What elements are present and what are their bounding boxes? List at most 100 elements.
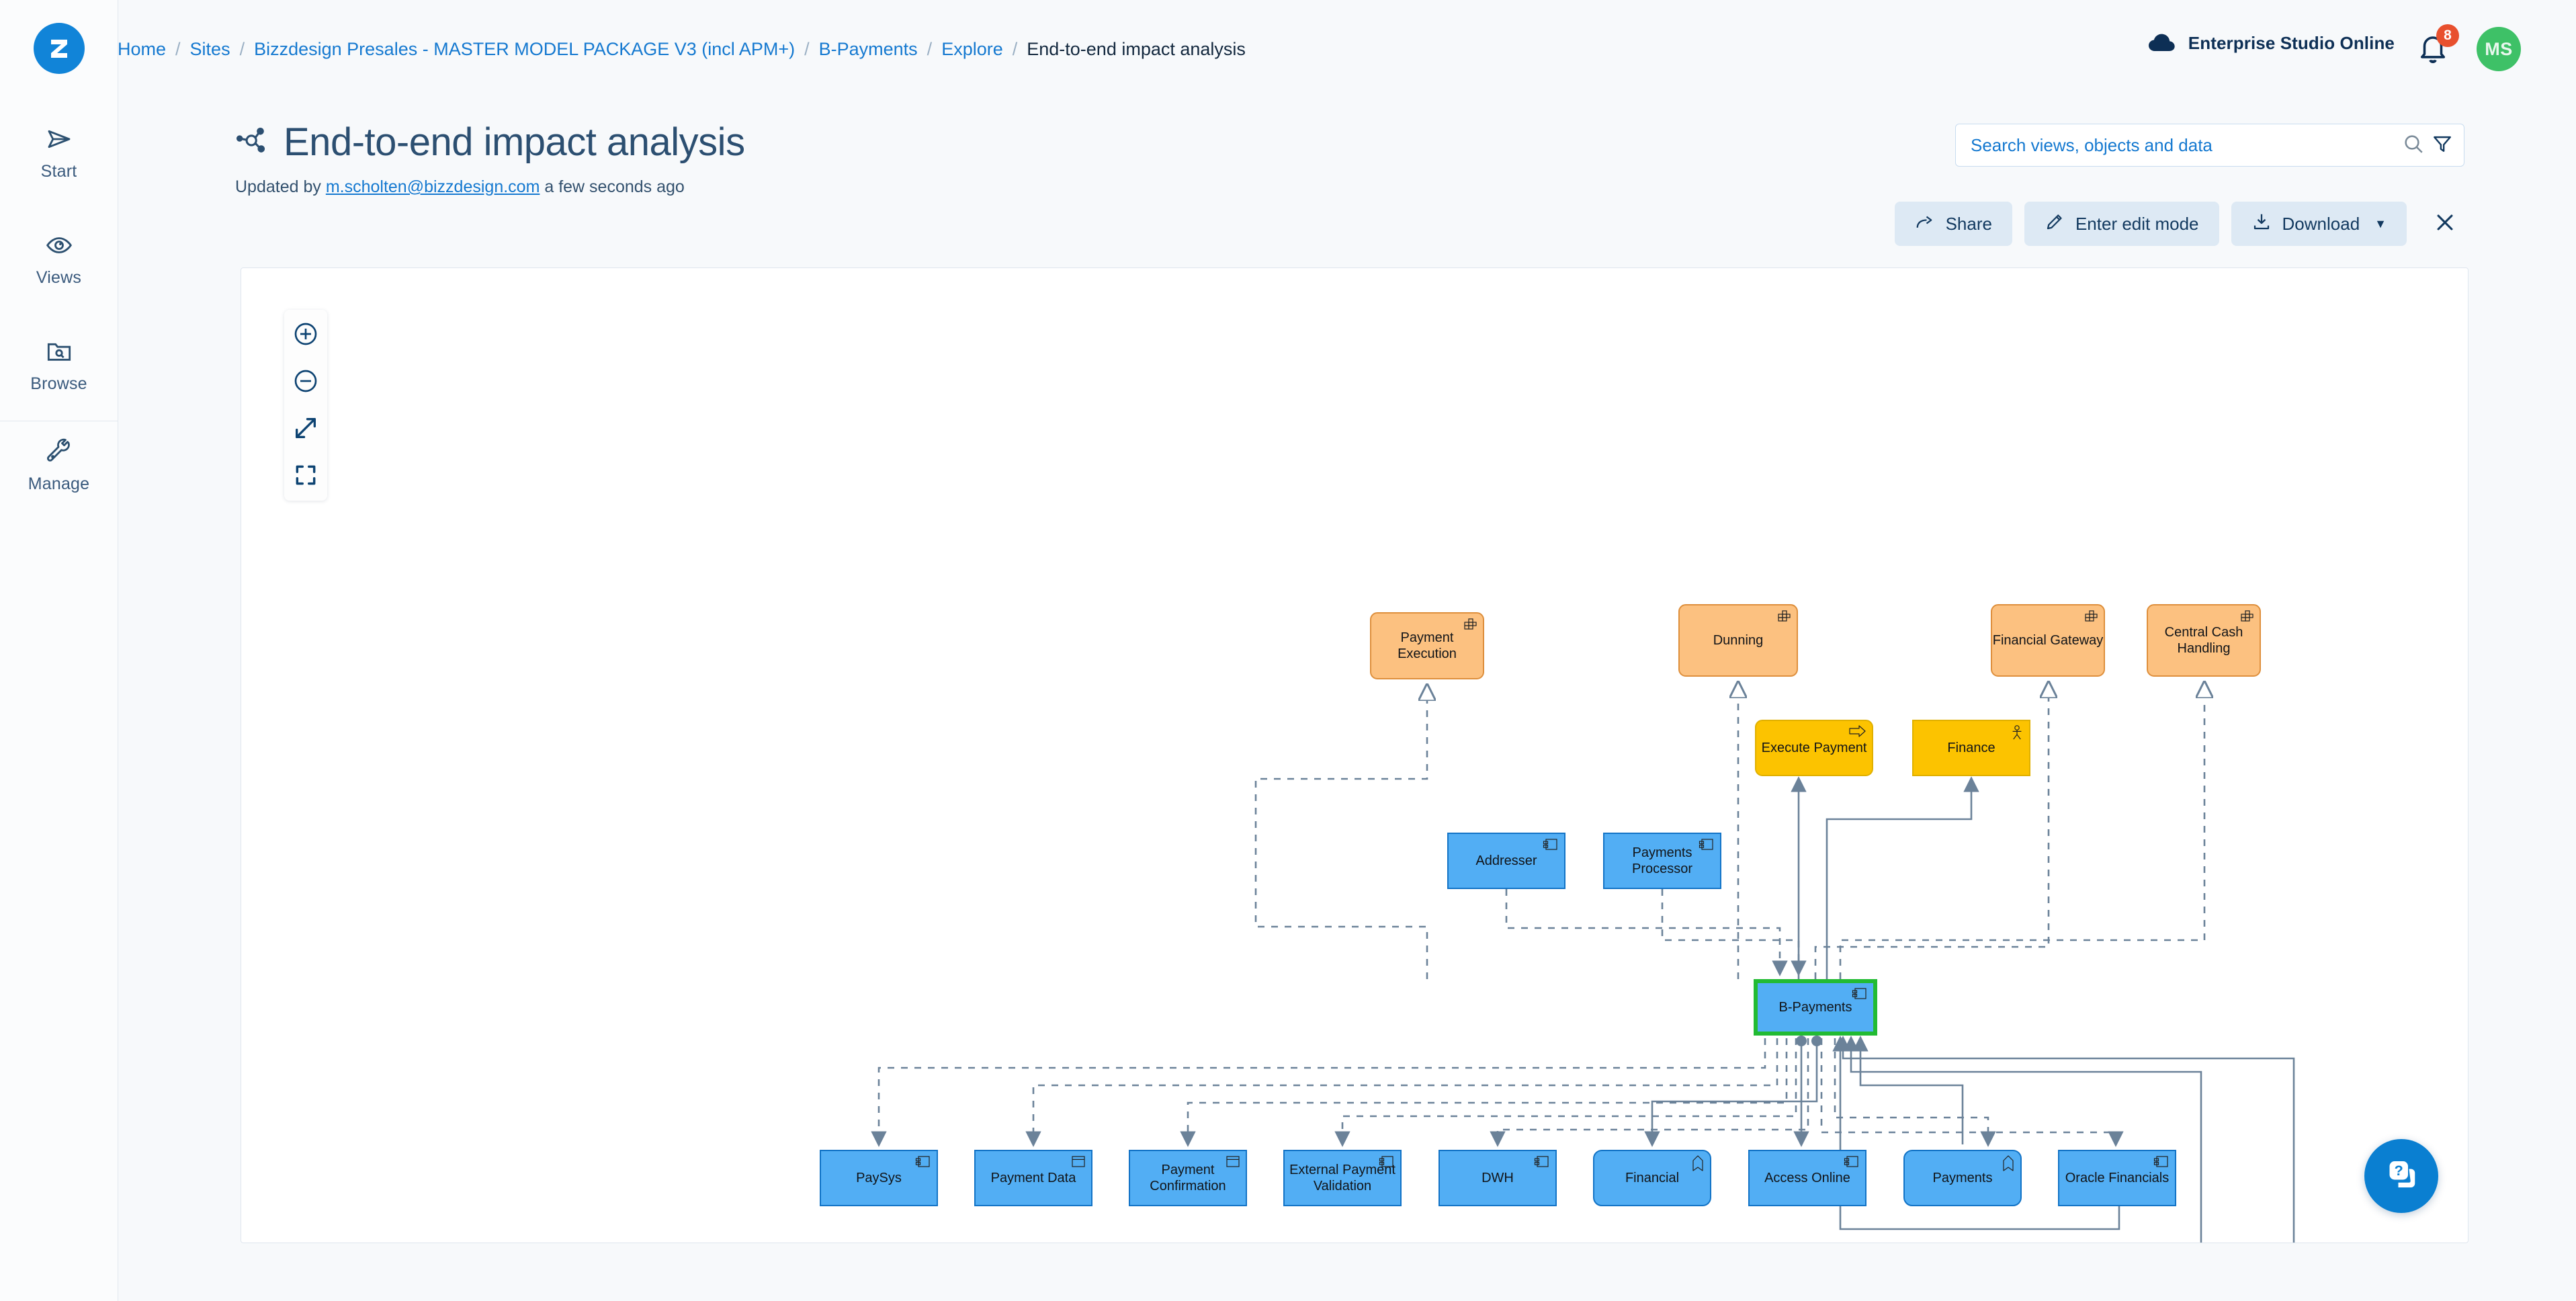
search-bar <box>1955 124 2464 167</box>
node-label: Dunning <box>1713 632 1764 648</box>
search-icon[interactable] <box>2402 132 2425 159</box>
breadcrumb-separator: / <box>804 39 810 59</box>
capability-icon <box>1463 618 1477 635</box>
node-label: Financial <box>1625 1170 1680 1185</box>
download-icon <box>2251 212 2272 237</box>
rail-item-start[interactable]: Start <box>0 109 118 194</box>
notification-count-badge: 8 <box>2436 24 2459 47</box>
zoom-in-icon[interactable] <box>290 318 322 350</box>
application-component-icon <box>1379 1155 1395 1173</box>
diagram-node-payments-processor[interactable]: Payments Processor <box>1603 833 1721 889</box>
fit-diagonal-icon[interactable] <box>290 412 322 444</box>
diagram-node-dwh[interactable]: DWH <box>1439 1150 1557 1206</box>
diagram-node-execute-payment[interactable]: Execute Payment <box>1755 720 1873 776</box>
updated-by-user-link[interactable]: m.scholten@bizzdesign.com <box>325 177 540 196</box>
node-label: Addresser <box>1475 853 1537 868</box>
pencil-icon <box>2045 212 2065 237</box>
brand-label: Enterprise Studio Online <box>2188 33 2395 53</box>
breadcrumb-separator: / <box>927 39 933 59</box>
diagram-node-payments[interactable]: Payments <box>1903 1150 2022 1206</box>
breadcrumb-item-model-package[interactable]: Bizzdesign Presales - MASTER MODEL PACKA… <box>254 39 796 59</box>
breadcrumb-item-home[interactable]: Home <box>118 39 167 59</box>
breadcrumb-item-explore[interactable]: Explore <box>941 39 1003 59</box>
diagram-node-financial-gateway[interactable]: Financial Gateway <box>1991 604 2105 677</box>
bizzdesign-z-logo[interactable] <box>33 23 85 74</box>
application-component-icon <box>1699 838 1715 855</box>
search-input[interactable] <box>1971 134 2395 156</box>
application-component-icon <box>915 1155 931 1173</box>
updated-timestamp: a few seconds ago <box>544 177 685 196</box>
bell-icon <box>2416 36 2450 69</box>
breadcrumb-separator: / <box>239 39 245 59</box>
node-label: Central Cash Handling <box>2164 624 2243 656</box>
data-object-icon <box>1071 1155 1086 1173</box>
download-label: Download <box>2282 213 2360 234</box>
notifications-button[interactable]: 8 <box>2416 24 2459 69</box>
eye-icon <box>41 228 77 262</box>
application-service-icon <box>2002 1155 2015 1175</box>
top-bar <box>118 0 2576 105</box>
diagram-node-external-payment-validation[interactable]: External Payment Validation <box>1283 1150 1402 1206</box>
close-icon <box>2434 211 2456 237</box>
rail-item-browse[interactable]: Browse <box>0 321 118 406</box>
breadcrumb-separator: / <box>1012 39 1018 59</box>
wrench-icon <box>41 435 77 468</box>
help-chat-button[interactable]: ? <box>2364 1139 2438 1213</box>
diagram-canvas[interactable]: Payment Execution Dunning Financial Gatewa… <box>241 267 2468 1243</box>
diagram-node-b-payments[interactable]: B-Payments <box>1754 979 1877 1036</box>
diagram-node-access-online[interactable]: Access Online <box>1748 1150 1866 1206</box>
application-component-icon <box>1534 1155 1550 1173</box>
diagram-node-finance[interactable]: Finance <box>1912 720 2030 776</box>
avatar[interactable]: MS <box>2477 27 2521 71</box>
zoom-controls <box>284 310 327 501</box>
diagram-node-financial[interactable]: Financial <box>1593 1150 1711 1206</box>
left-nav-rail: Start Views Browse <box>0 0 118 1301</box>
diagram-node-payment-execution[interactable]: Payment Execution <box>1370 612 1484 679</box>
diagram-node-oracle-financials[interactable]: Oracle Financials <box>2058 1150 2176 1206</box>
diagram-node-dunning[interactable]: Dunning <box>1678 604 1798 677</box>
enter-edit-mode-button[interactable]: Enter edit mode <box>2024 202 2219 246</box>
node-label: PaySys <box>856 1170 902 1185</box>
breadcrumb-item-current: End-to-end impact analysis <box>1027 39 1246 59</box>
actor-icon <box>2010 725 2024 744</box>
breadcrumb-separator: / <box>175 39 181 59</box>
chevron-down-icon: ▼ <box>2374 216 2387 230</box>
updated-by-prefix: Updated by <box>235 177 321 196</box>
fullscreen-icon[interactable] <box>290 459 322 491</box>
zoom-out-icon[interactable] <box>290 365 322 397</box>
node-label: Financial Gateway <box>1992 632 2104 648</box>
rail-item-label: Views <box>36 268 82 287</box>
share-icon <box>1915 212 1935 237</box>
node-label: External Payment Validation <box>1289 1162 1396 1193</box>
data-object-icon <box>1226 1155 1240 1173</box>
breadcrumb-item-sites[interactable]: Sites <box>189 39 230 59</box>
diagram-node-addresser[interactable]: Addresser <box>1447 833 1565 889</box>
paper-plane-icon <box>41 122 77 156</box>
page-title-row: End-to-end impact analysis <box>235 120 745 165</box>
download-button[interactable]: Download ▼ <box>2231 202 2407 246</box>
rail-item-label: Start <box>40 162 77 181</box>
breadcrumb-item-b-payments[interactable]: B-Payments <box>818 39 918 59</box>
diagram-node-central-cash-handling[interactable]: Central Cash Handling <box>2147 604 2261 677</box>
rail-item-label: Manage <box>28 474 90 493</box>
node-label: Execute Payment <box>1761 740 1867 755</box>
node-label: Finance <box>1947 740 1995 755</box>
diagram-node-payment-confirmation[interactable]: Payment Confirmation <box>1129 1150 1247 1206</box>
share-button[interactable]: Share <box>1894 202 2012 246</box>
enter-edit-mode-label: Enter edit mode <box>2075 213 2199 234</box>
node-label: Oracle Financials <box>2065 1170 2170 1185</box>
node-label: Payment Data <box>990 1170 1076 1185</box>
cloud-icon <box>2147 31 2178 56</box>
folder-search-icon <box>41 335 77 368</box>
node-label: B-Payments <box>1778 999 1852 1015</box>
capability-icon <box>1776 610 1791 627</box>
close-view-button[interactable] <box>2425 204 2464 243</box>
node-label: Access Online <box>1764 1170 1850 1185</box>
diagram-node-paysys[interactable]: PaySys <box>820 1150 938 1206</box>
rail-item-views[interactable]: Views <box>0 215 118 300</box>
filter-icon[interactable] <box>2432 133 2453 158</box>
application-component-icon <box>1852 987 1868 1005</box>
diagram-node-payment-data[interactable]: Payment Data <box>974 1150 1092 1206</box>
node-label: Payments <box>1932 1170 1993 1185</box>
rail-item-manage[interactable]: Manage <box>0 421 118 506</box>
